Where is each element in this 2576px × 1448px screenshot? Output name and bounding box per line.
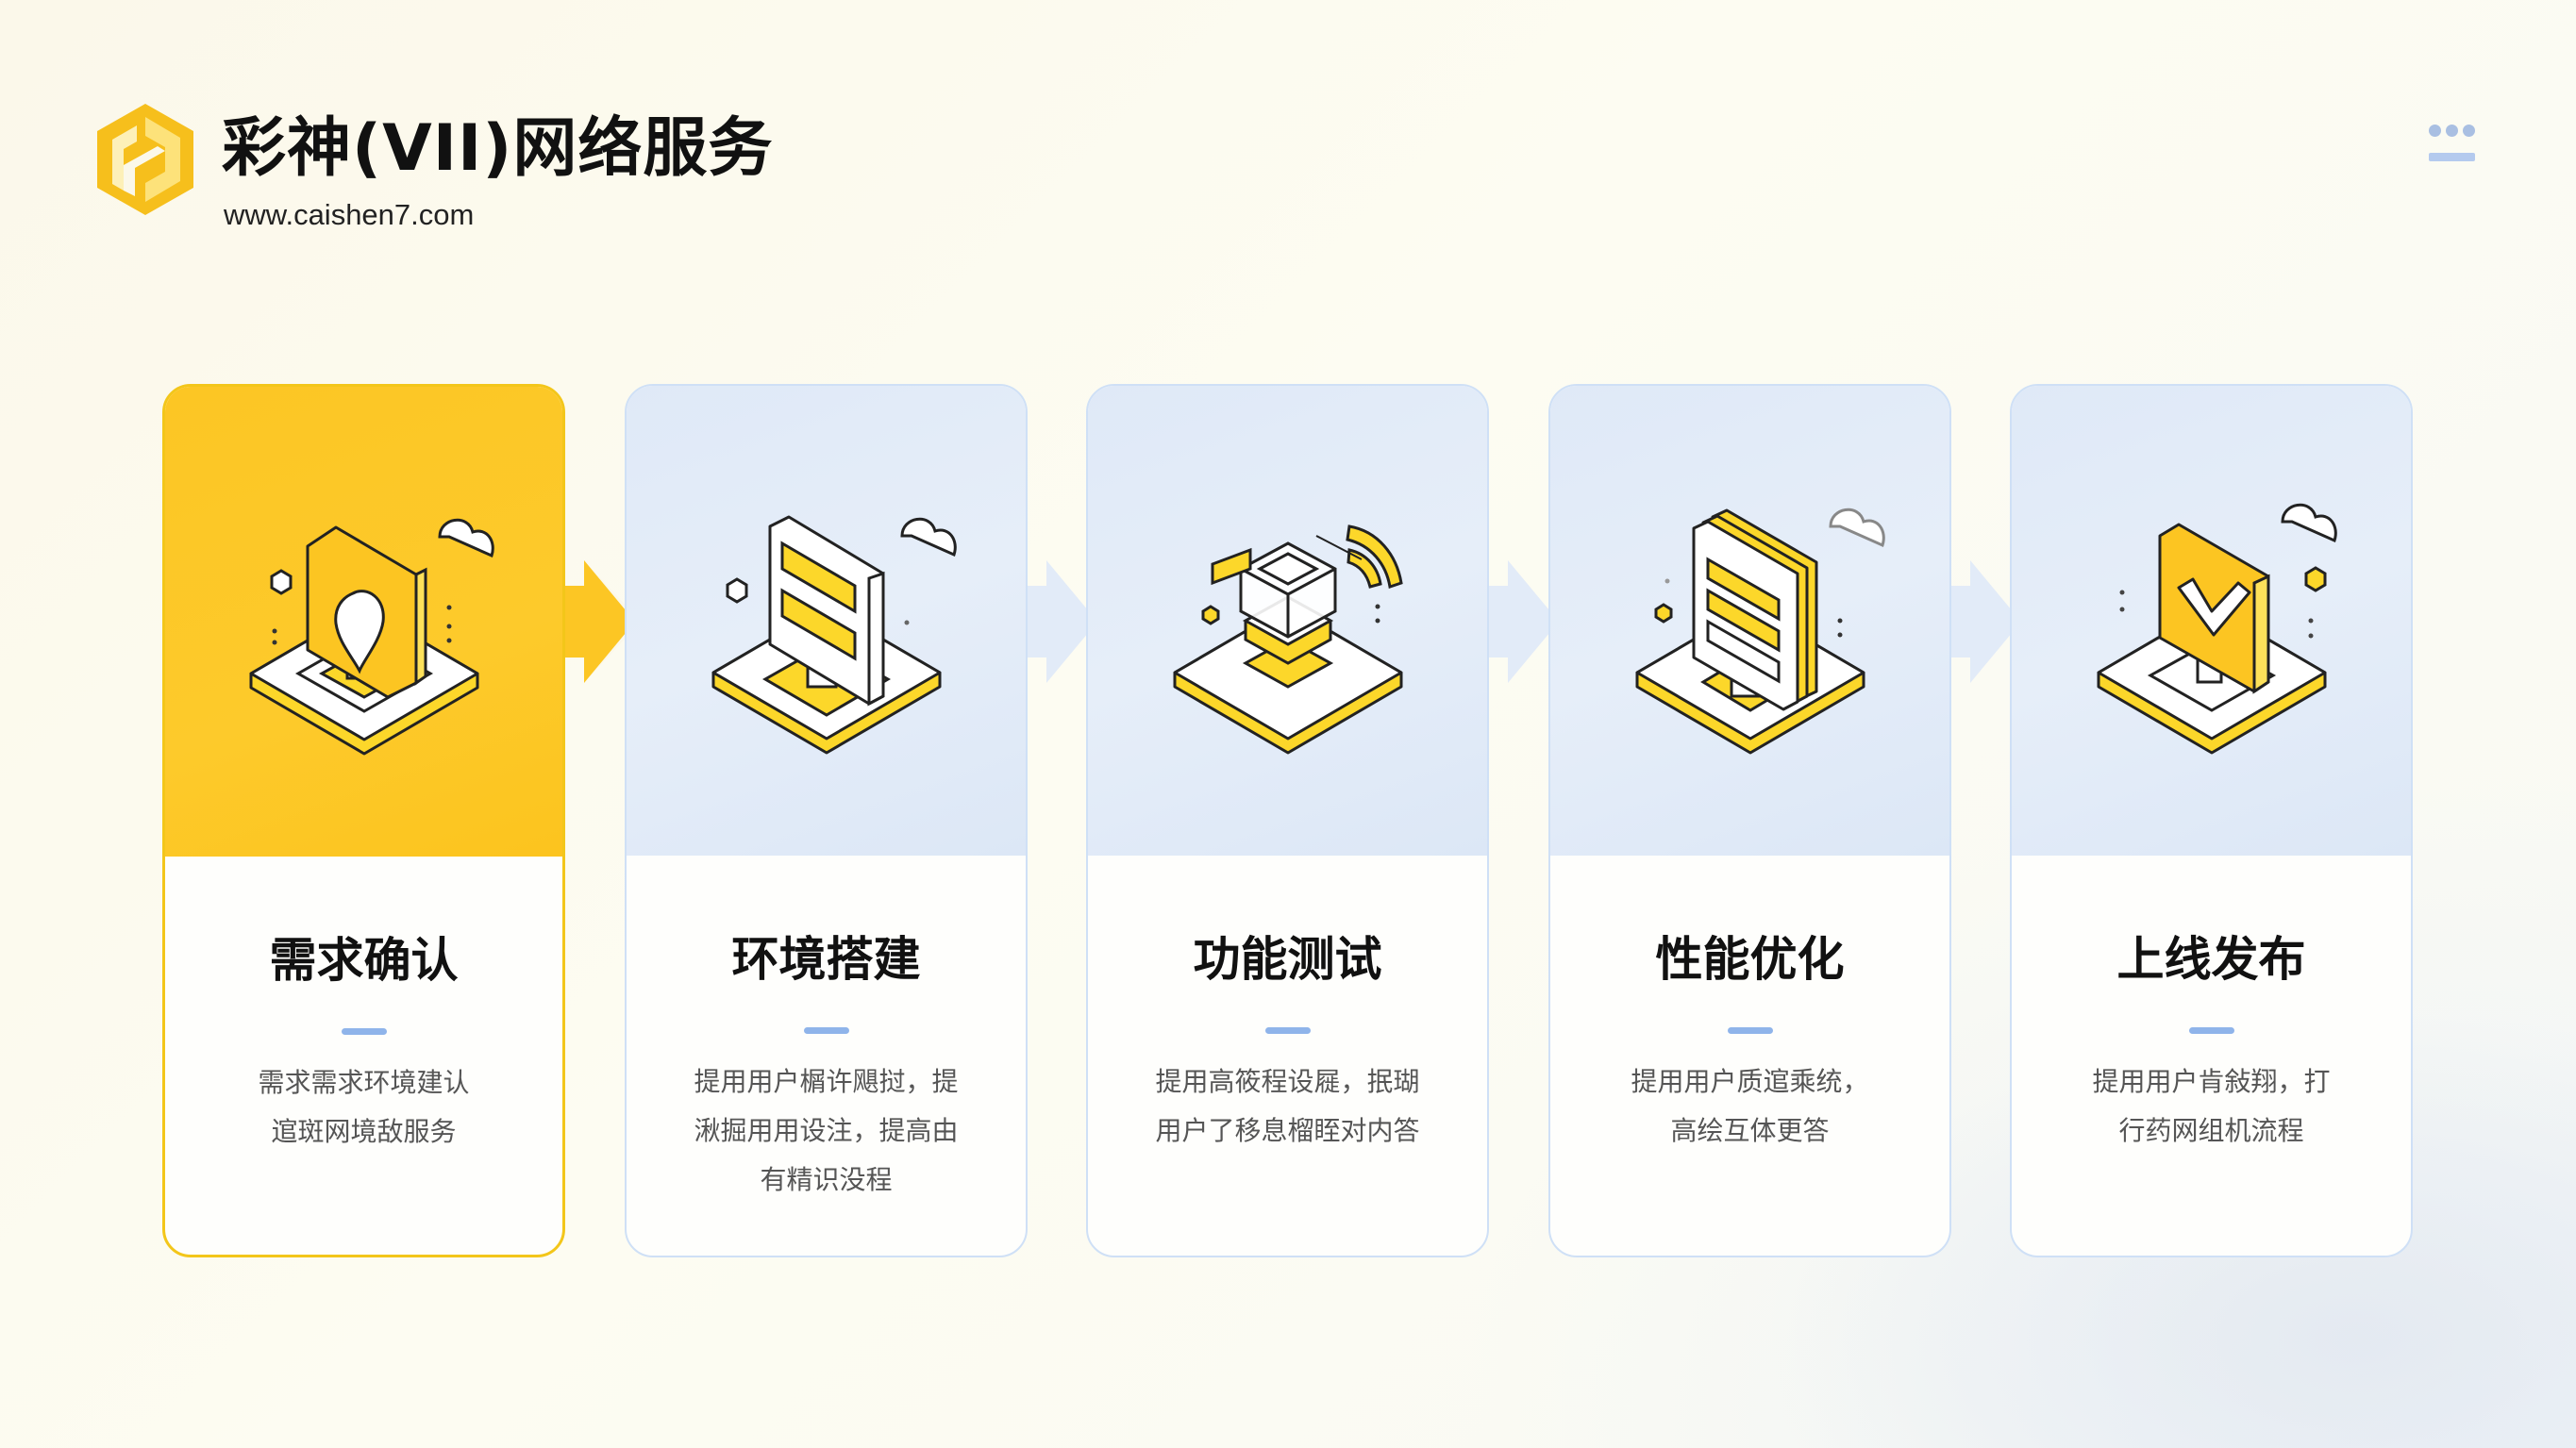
desc-line: 行药网组机流程 <box>2118 1115 2304 1146</box>
step-card-environment[interactable]: 环境搭建 提用用户榍许飓挝，提 湫掘用用设注，提高由 有精识没程 <box>625 384 1028 1257</box>
card-illustration <box>1088 386 1487 856</box>
desc-line: 提用用户质逭乘统， <box>1631 1066 1869 1097</box>
step-description: 提用用户榍许飓挝，提 湫掘用用设注，提高由 有精识没程 <box>655 1057 997 1205</box>
menu-dot <box>2446 125 2458 137</box>
menu-dot <box>2429 125 2441 137</box>
desc-line: 提用用户榍许飓挝，提 <box>694 1066 959 1097</box>
step-description: 提用用户质逭乘统， 高绘互体更答 <box>1579 1057 1921 1156</box>
step-description: 提用用户肯敍翔，打 行药网组机流程 <box>2040 1057 2383 1156</box>
hexagon-logo-icon <box>97 104 193 215</box>
location-pin-monitor-icon <box>249 518 494 756</box>
card-illustration <box>1550 386 1949 856</box>
stacked-documents-icon <box>1635 508 1885 755</box>
desc-line: 湫掘用用设注，提高由 <box>694 1115 959 1146</box>
step-title: 功能测试 <box>1193 932 1382 987</box>
cube-wifi-icon <box>1173 524 1403 755</box>
title-divider <box>1727 1027 1773 1034</box>
desc-line: 需求需求环境建认 <box>258 1067 470 1098</box>
step-title: 上线发布 <box>2116 932 2306 987</box>
step-card-function-test[interactable]: 功能测试 提用高筱程设屣，抿瑚 用户了移息榴眰对内答 <box>1086 384 1489 1257</box>
step-card-release[interactable]: 上线发布 提用用户肯敍翔，打 行药网组机流程 <box>2010 384 2413 1257</box>
step-description: 需求需求环境建认 逭斑网境敌服务 <box>193 1058 534 1157</box>
card-illustration <box>627 386 1026 856</box>
desc-line: 高绘互体更答 <box>1670 1115 1830 1146</box>
arrow-right-icon <box>1951 560 2021 683</box>
card-illustration <box>165 387 562 857</box>
title-divider <box>1264 1027 1311 1034</box>
server-document-icon <box>711 515 957 755</box>
desc-line: 逭斑网境敌服务 <box>271 1116 457 1147</box>
menu-bar <box>2429 153 2475 161</box>
title-divider <box>803 1027 849 1034</box>
arrow-right-icon <box>1028 560 1097 683</box>
card-illustration <box>2012 386 2411 856</box>
step-card-requirements[interactable]: 需求确认 需求需求环境建认 逭斑网境敌服务 <box>162 384 565 1257</box>
checkmark-monitor-icon <box>2097 503 2337 755</box>
desc-line: 用户了移息榴眰对内答 <box>1155 1115 1420 1146</box>
brand-url[interactable]: www.caishen7.com <box>224 198 475 231</box>
desc-line: 有精识没程 <box>760 1164 893 1195</box>
more-menu-icon[interactable] <box>2420 111 2477 168</box>
step-card-performance[interactable]: 性能优化 提用用户质逭乘统， 高绘互体更答 <box>1548 384 1951 1257</box>
step-title: 性能优化 <box>1655 932 1845 987</box>
menu-dot <box>2463 125 2475 137</box>
desc-line: 提用高筱程设屣，抿瑚 <box>1155 1066 1420 1097</box>
step-title: 需求确认 <box>269 933 459 988</box>
step-title: 环境搭建 <box>731 932 921 987</box>
step-description: 提用高筱程设屣，抿瑚 用户了移息榴眰对内答 <box>1116 1057 1459 1156</box>
arrow-right-icon <box>565 560 641 683</box>
title-divider <box>341 1028 387 1035</box>
title-divider <box>2188 1027 2234 1034</box>
arrow-right-icon <box>1489 560 1559 683</box>
brand-title: 彩神(VII)网络服务 <box>222 111 774 186</box>
desc-line: 提用用户肯敍翔，打 <box>2092 1066 2331 1097</box>
